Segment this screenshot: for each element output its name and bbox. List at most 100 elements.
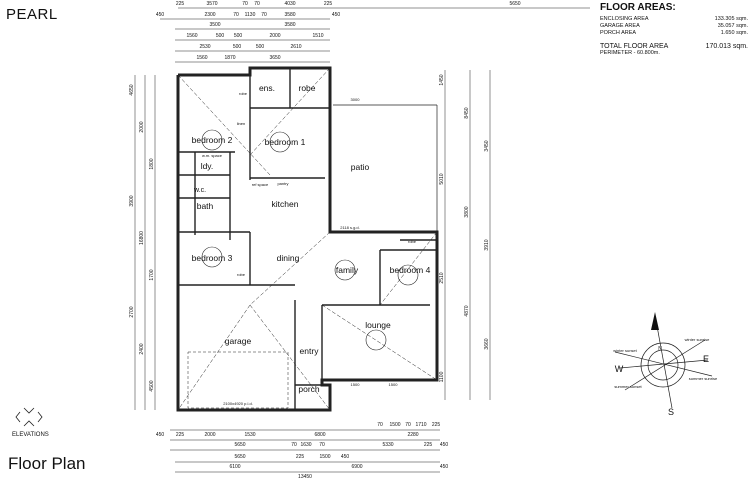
dimension-label: 450 bbox=[440, 442, 449, 448]
room-entry: entry bbox=[300, 346, 320, 356]
dimension-label: 5330 bbox=[382, 442, 393, 448]
plan-title: PEARL bbox=[6, 6, 58, 23]
dimension-label: 1450 bbox=[439, 74, 445, 85]
dimension-label: 5650 bbox=[234, 454, 245, 460]
dimension-label: 1500 bbox=[319, 454, 330, 460]
dimension-label: 4500 bbox=[149, 380, 155, 391]
dimension-label: 450 bbox=[332, 12, 341, 18]
dimension-label: 1560 bbox=[186, 33, 197, 39]
room-kitchen: kitchen bbox=[272, 199, 299, 209]
area-row: GARAGE AREA 35.057 sqm. bbox=[600, 23, 748, 30]
dimension-label: 2700 bbox=[129, 306, 135, 317]
room-family: family bbox=[336, 265, 359, 275]
floor-areas-heading: FLOOR AREAS: bbox=[600, 2, 676, 13]
dimension-label: 2510 bbox=[439, 272, 445, 283]
dimension-label: 1870 bbox=[224, 55, 235, 61]
winter-sunset-label: winter sunset bbox=[613, 348, 637, 353]
dimension-label: 3900 bbox=[129, 195, 135, 206]
dimension-label: 3500 bbox=[209, 22, 220, 28]
room-wc: w.c. bbox=[193, 187, 206, 194]
dimension-label: 450 bbox=[156, 12, 165, 18]
dimension-label: 16800 bbox=[139, 231, 145, 245]
dimension-label: 3580 bbox=[284, 22, 295, 28]
perimeter: PERIMETER - 60.800m. bbox=[600, 50, 660, 56]
dimension-label: 3910 bbox=[484, 239, 490, 250]
dimension-label: 225 bbox=[176, 432, 185, 438]
dimension-label: 1710 bbox=[415, 422, 426, 428]
dimension-label: 450 bbox=[440, 464, 449, 470]
dimension-label: 450 bbox=[156, 432, 165, 438]
area-row: PORCH AREA 1.650 sqm. bbox=[600, 30, 748, 37]
dimension-label: 1510 bbox=[312, 33, 323, 39]
dimension-label: 1500 bbox=[389, 422, 400, 428]
area-value: 133.305 sqm. bbox=[714, 16, 748, 22]
dimension-label: 2610 bbox=[290, 44, 301, 50]
total-area-row: TOTAL FLOOR AREA 170.013 sqm. bbox=[600, 43, 748, 50]
ref-space-label: ref space bbox=[252, 182, 269, 187]
area-value: 1.650 sqm. bbox=[720, 30, 748, 36]
dimension-label: 1800 bbox=[149, 158, 155, 169]
dimension-label: 4870 bbox=[464, 305, 470, 316]
dimension-label: 2400 bbox=[139, 343, 145, 354]
exterior-walls bbox=[176, 66, 439, 412]
room-robe-bed4: robe bbox=[408, 239, 417, 244]
dimension-label: 225 bbox=[296, 454, 305, 460]
room-laundry: ldy. bbox=[201, 161, 214, 171]
total-area-value: 170.013 sqm. bbox=[705, 43, 748, 50]
room-dining: dining bbox=[277, 253, 300, 263]
room-porch: porch bbox=[298, 384, 320, 394]
area-value: 35.057 sqm. bbox=[717, 23, 748, 29]
dimension-label: 500 bbox=[216, 33, 225, 39]
dimension-label: 2300 bbox=[204, 12, 215, 18]
dimension-label: 3450 bbox=[484, 140, 490, 151]
dimension-label: 13450 bbox=[298, 474, 312, 479]
dimension-label: 4650 bbox=[129, 84, 135, 95]
dimension-label: 3580 bbox=[284, 12, 295, 18]
total-area-label: TOTAL FLOOR AREA bbox=[600, 43, 669, 50]
room-ensuite: ens. bbox=[259, 83, 275, 93]
dimension-label: 6100 bbox=[229, 464, 240, 470]
compass-east: E bbox=[703, 354, 709, 364]
dimension-label: 5010 bbox=[439, 173, 445, 184]
dimension-label: 225 bbox=[432, 422, 441, 428]
patio-width-dim: 3000 bbox=[351, 97, 361, 102]
robe-bed3-label: robe bbox=[237, 272, 246, 277]
dimension-label: 225 bbox=[176, 1, 185, 7]
robe-bed2-label: robe bbox=[239, 91, 248, 96]
elevations-label: ELEVATIONS bbox=[12, 432, 49, 438]
area-label: PORCH AREA bbox=[600, 30, 637, 36]
room-bedroom-3: bedroom 3 bbox=[192, 253, 233, 263]
compass-west: W bbox=[615, 364, 624, 374]
dimension-label: 6900 bbox=[351, 464, 362, 470]
room-robe: robe bbox=[298, 83, 315, 93]
dimension-label: 500 bbox=[234, 33, 243, 39]
dimension-label: 2000 bbox=[204, 432, 215, 438]
room-bedroom-2: bedroom 2 bbox=[192, 135, 233, 145]
dimension-label: 500 bbox=[256, 44, 265, 50]
room-bedroom-1: bedroom 1 bbox=[265, 137, 306, 147]
winter-sunrise-label: winter sunrise bbox=[685, 337, 710, 342]
roof-lines bbox=[177, 67, 438, 411]
dimension-label: 70 bbox=[291, 442, 297, 448]
dimension-label: 450 bbox=[341, 454, 350, 460]
wm-space-label: w.m. space bbox=[202, 153, 223, 158]
dimension-label: 225 bbox=[424, 442, 433, 448]
dimension-label: 5650 bbox=[509, 1, 520, 7]
compass-north: N bbox=[658, 346, 662, 352]
dimension-label: 8450 bbox=[464, 107, 470, 118]
dimension-label: 3800 bbox=[464, 206, 470, 217]
dimension-label: 2000 bbox=[139, 121, 145, 132]
summer-sunset-label: summer sunset bbox=[614, 384, 642, 389]
area-label: GARAGE AREA bbox=[600, 23, 640, 29]
garage-door-outline bbox=[187, 351, 289, 409]
room-patio: patio bbox=[351, 162, 370, 172]
pantry-label: pantry bbox=[277, 181, 288, 186]
dimension-label: 2000 bbox=[269, 33, 280, 39]
patio-outline bbox=[333, 104, 438, 232]
sgd-note: 2118 s.g.d. bbox=[340, 225, 360, 230]
dimension-label: 1100 bbox=[439, 371, 445, 382]
dimension-label: 3650 bbox=[269, 55, 280, 61]
dimension-label: 70 bbox=[405, 422, 411, 428]
dimension-label: 2530 bbox=[199, 44, 210, 50]
